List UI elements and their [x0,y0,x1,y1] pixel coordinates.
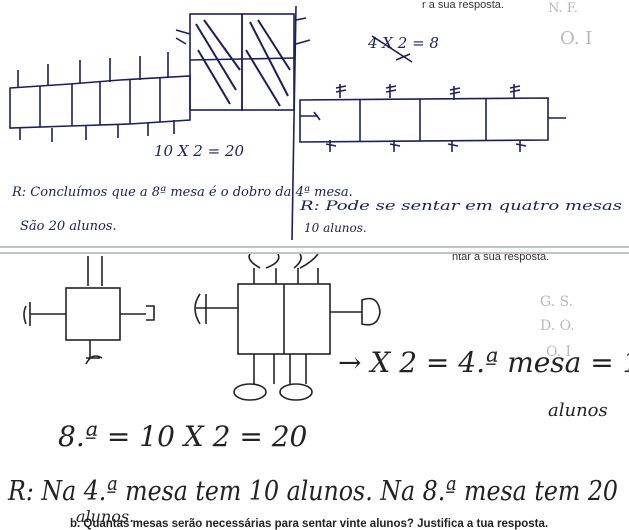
double-table-drawing [194,254,381,401]
top-side-mark-1: N. F. [548,1,578,16]
left-answer-line-1: R: Concluímos que a 8ª mesa é o dobro da… [11,185,353,200]
right-equation: 4 X 2 = 8 [367,34,439,52]
right-answer-line-1: R: Pode se sentar em quatro mesas [299,199,623,214]
bottom-equation: 8.ª = 10 X 2 = 20 [58,420,307,453]
left-answer-line-2: São 20 alunos. [20,219,117,234]
bottom-answer-tail: alunos. [76,507,134,526]
tables-row-drawing [9,5,311,241]
left-equation: 10 X 2 = 20 [154,142,244,160]
bottom-side-mark-3: O. I [546,344,571,360]
top-answer-panel: r a sua resposta. N. F. O. I [0,0,629,248]
alunos-label: alunos [548,400,608,421]
multiply-line: → X 2 = 4.ª mesa = 10 [338,346,629,379]
top-printed-header: r a sua resposta. [422,0,504,11]
single-table-drawing [23,256,155,365]
top-drawing: r a sua resposta. N. F. O. I [9,0,623,241]
four-tables-drawing [299,35,566,152]
bottom-answer-line: R: Na 4.ª mesa tem 10 alunos. Na 8.ª mes… [7,476,618,507]
bottom-drawing: ntar a sua resposta. G. S. D. O. O. I → … [7,254,629,530]
top-side-mark-2: O. I [560,28,592,49]
right-answer-line-2: 10 alunos. [304,221,367,235]
bottom-answer-panel: ntar a sua resposta. G. S. D. O. O. I → … [0,252,629,530]
bottom-printed-header: ntar a sua resposta. [452,254,549,263]
bottom-side-mark-2: D. O. [540,318,575,334]
question-b: b. Quantas mesas serão necessárias para … [70,518,548,530]
bottom-side-mark-1: G. S. [540,294,573,310]
